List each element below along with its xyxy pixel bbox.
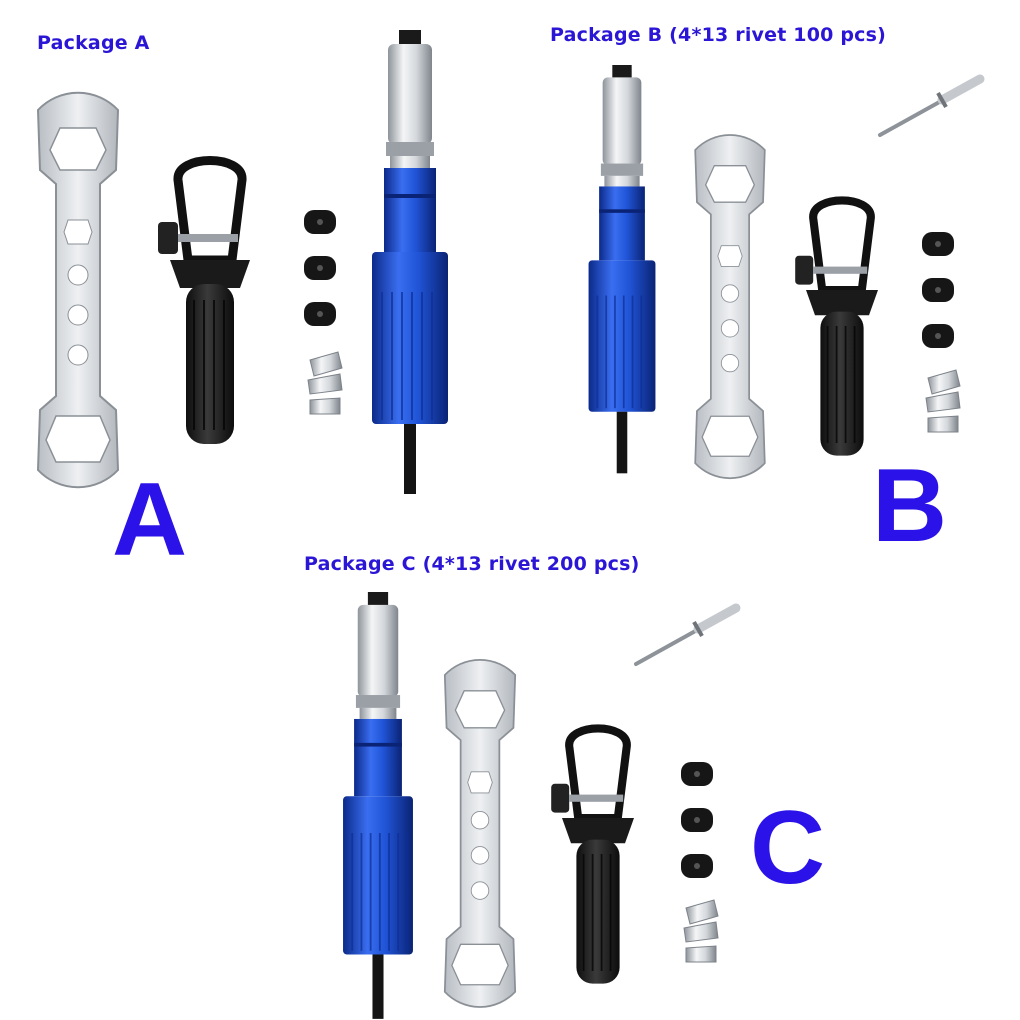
side-handle-image bbox=[158, 161, 250, 445]
rivet-image bbox=[636, 608, 736, 664]
rivet-image bbox=[880, 79, 980, 135]
package-a-caption: Package A bbox=[37, 32, 150, 54]
jaws-image bbox=[307, 351, 343, 415]
package-b-letter: B bbox=[872, 448, 948, 564]
package-b-group bbox=[587, 64, 980, 480]
rivet-adapter-image bbox=[342, 591, 414, 1020]
package-a-group bbox=[37, 29, 449, 495]
jaws-image bbox=[683, 899, 719, 963]
package-c-caption: Package C (4*13 rivet 200 pcs) bbox=[304, 553, 640, 575]
nozzle-set-image bbox=[922, 232, 954, 348]
side-handle-image bbox=[551, 728, 634, 983]
package-c-group bbox=[342, 591, 736, 1020]
rivet-adapter-image bbox=[587, 64, 657, 475]
wrench-image bbox=[694, 134, 766, 480]
wrench-image bbox=[37, 91, 119, 489]
jaws-image bbox=[925, 369, 961, 433]
wrench-image bbox=[443, 658, 517, 1008]
rivet-adapter-image bbox=[371, 29, 449, 495]
package-a-letter: A bbox=[112, 462, 188, 578]
nozzle-set-image bbox=[304, 210, 336, 326]
side-handle-image bbox=[795, 200, 878, 455]
package-b-caption: Package B (4*13 rivet 100 pcs) bbox=[550, 24, 887, 46]
nozzle-set-image bbox=[681, 762, 713, 878]
package-c-letter: C bbox=[750, 790, 826, 906]
